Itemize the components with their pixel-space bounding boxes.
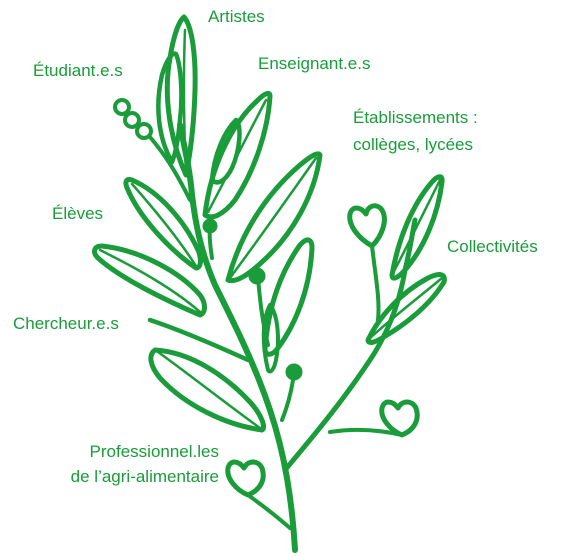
heart-leaf-bottom-stem — [248, 495, 290, 528]
leaf-right-lower-vein — [370, 278, 442, 338]
label-eleves-text: Élèves — [52, 203, 103, 225]
label-professionnels-line1: Professionnel.les — [6, 441, 219, 463]
label-chercheurs-text: Chercheur.e.s — [13, 313, 119, 335]
bud-lower — [287, 365, 301, 379]
label-eleves: Élèves — [52, 203, 103, 225]
berry — [115, 100, 129, 114]
label-enseignants-text: Enseignant.e.s — [258, 53, 370, 75]
label-etablissements-line1: Établissements : — [353, 107, 478, 129]
label-etablissements: Établissements : collèges, lycées — [353, 107, 478, 156]
label-artistes-text: Artistes — [208, 6, 265, 28]
leaf-etablissements-vein — [230, 158, 316, 278]
leaf-center — [265, 240, 312, 354]
heart-leaf-top — [350, 206, 385, 246]
label-artistes: Artistes — [208, 6, 265, 28]
label-enseignants: Enseignant.e.s — [258, 53, 370, 75]
heart-leaf-right — [382, 402, 417, 435]
leaf-top-vein — [184, 30, 186, 175]
label-etablissements-line2: collèges, lycées — [353, 134, 478, 156]
heart-leaf-top-stem — [372, 246, 379, 320]
label-etudiants: Étudiant.e.s — [33, 60, 123, 82]
bud — [204, 220, 216, 232]
label-collectivites-text: Collectivités — [447, 236, 538, 258]
berry — [125, 113, 139, 127]
label-etudiants-text: Étudiant.e.s — [33, 60, 123, 82]
label-professionnels-line2: de l’agri-alimentaire — [6, 466, 219, 488]
label-professionnels: Professionnel.les de l’agri-alimentaire — [6, 441, 219, 488]
heart-leaf-bottom — [228, 462, 263, 495]
bud-center — [250, 269, 264, 283]
label-chercheurs: Chercheur.e.s — [13, 313, 119, 335]
label-collectivites: Collectivités — [447, 236, 538, 258]
